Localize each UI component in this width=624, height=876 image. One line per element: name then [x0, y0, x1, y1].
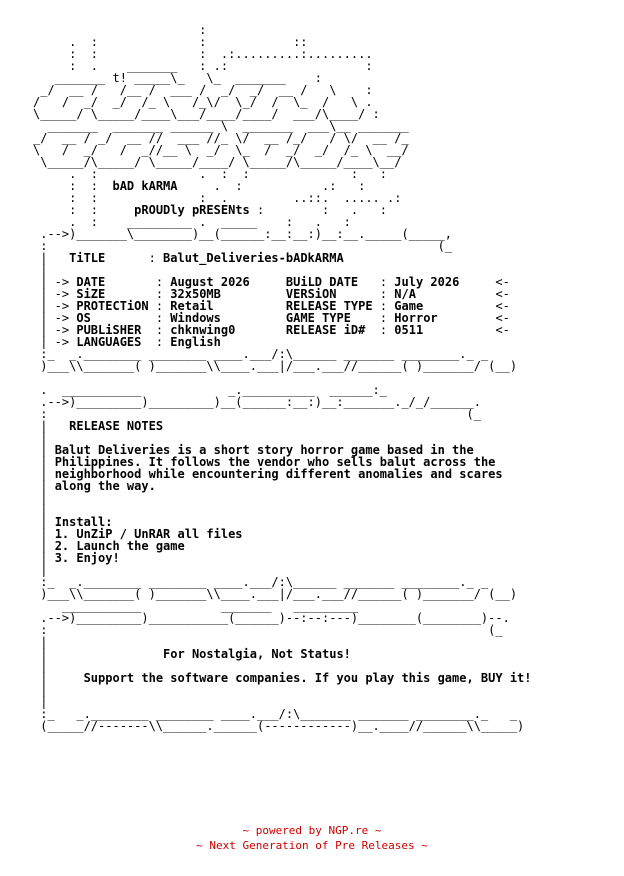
install-step-2: 2. Launch the game: [54, 539, 185, 553]
os-value: Windows: [170, 311, 221, 325]
release-id-value: 0511: [394, 323, 424, 337]
install-step-3: 3. Enjoy!: [54, 551, 120, 565]
notes-line-2: Philippines. It follows the vendor who s…: [54, 455, 496, 469]
version-label: VERSiON: [285, 287, 337, 301]
os-label: OS: [76, 311, 91, 325]
release-type-label: RELEASE TYPE: [285, 299, 373, 313]
footer-tagline: ~ Next Generation of Pre Releases ~: [196, 839, 428, 852]
date-label: DATE: [76, 275, 106, 289]
install-heading: Install:: [54, 515, 113, 529]
notes-line-1: Balut Deliveries is a short story horror…: [54, 443, 474, 457]
size-label: SiZE: [76, 287, 106, 301]
build-date-value: July 2026: [394, 275, 460, 289]
notes-heading: RELEASE NOTES: [69, 419, 164, 433]
protection-label: PROTECTiON: [76, 299, 149, 313]
nfo-art: : . : : :: : : : .:.........:......... :…: [33, 23, 532, 733]
title-label: TiTLE: [69, 251, 106, 265]
languages-value: English: [170, 335, 221, 349]
group-name: bAD kARMA: [112, 179, 178, 193]
release-type-value: Game: [394, 299, 424, 313]
version-value: N/A: [394, 287, 416, 301]
build-date-label: BUiLD DATE: [285, 275, 359, 289]
install-step-1: 1. UnZiP / UnRAR all files: [54, 527, 243, 541]
closing-line-2: Support the software companies. If you p…: [83, 671, 532, 685]
size-value: 32x50MB: [170, 287, 221, 301]
protection-value: Retail: [170, 299, 214, 313]
closing-line-1: For Nostalgia, Not Status!: [163, 647, 351, 661]
game-type-label: GAME TYPE: [285, 311, 351, 325]
publisher-label: PUBLiSHER: [76, 323, 142, 337]
publisher-value: chknwing0: [170, 323, 236, 337]
title-value: Balut_Deliveries-bADkARMA: [163, 251, 344, 265]
release-id-label: RELEASE iD#: [285, 323, 366, 337]
presents-line: pROUDly pRESENts: [134, 203, 250, 217]
footer-powered-by: ~ powered by NGP.re ~: [242, 824, 382, 837]
date-value: August 2026: [170, 275, 250, 289]
notes-line-4: along the way.: [54, 479, 156, 493]
languages-label: LANGUAGES: [76, 335, 142, 349]
notes-line-3: neighborhood while encountering differen…: [54, 467, 503, 481]
logo-text: t!: [112, 71, 127, 85]
game-type-value: Horror: [394, 311, 438, 325]
